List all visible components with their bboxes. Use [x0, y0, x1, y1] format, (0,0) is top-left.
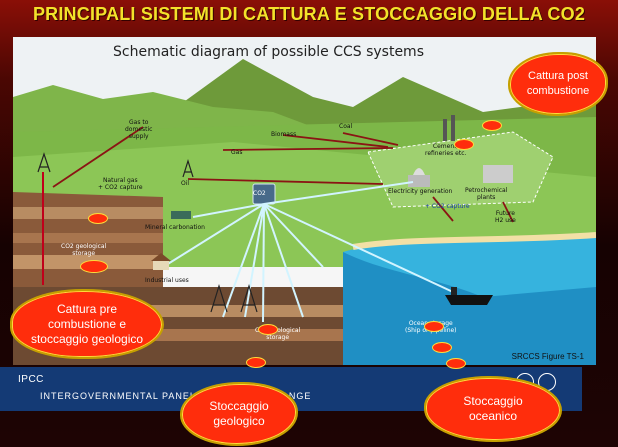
marker-dot: [454, 139, 474, 150]
diagram-title: Schematic diagram of possible CCS system…: [113, 44, 424, 60]
label-electricity: Electricity generation: [388, 188, 453, 195]
label-gas-domestic: Gas to domestic supply: [125, 119, 153, 140]
label-petrochemical: Petrochemical plants: [465, 187, 508, 201]
label-oil: Oil: [181, 180, 190, 187]
slide-title: PRINCIPALI SISTEMI DI CATTURA E STOCCAGG…: [32, 4, 586, 24]
marker-dot: [482, 120, 502, 131]
ipcc-full-name: INTERGOVERNMENTAL PANEL ON CLIMATE CHANG…: [40, 391, 312, 401]
callout-pre-combustion: Cattura pre combustione e stoccaggio geo…: [10, 289, 164, 359]
label-gas: Gas: [231, 149, 243, 156]
label-geo-storage-left: CO2 geological storage: [61, 243, 107, 257]
marker-dot: [88, 213, 108, 224]
label-natural-gas: Natural gas + CO2 capture: [98, 177, 143, 191]
marker-dot: [258, 324, 278, 335]
marker-dot: [432, 342, 452, 353]
label-co2-capture: + CO2 capture: [425, 203, 470, 210]
marker-dot: [80, 260, 108, 273]
label-cement: Cement/ refineries etc.: [425, 143, 467, 157]
marker-dot: [446, 358, 466, 369]
label-industrial-uses: Industrial uses: [145, 277, 189, 284]
marker-dot: [424, 321, 444, 332]
marker-dot: [246, 357, 266, 368]
label-future-h2: Future H2 use: [495, 210, 516, 224]
callout-post-combustion: Cattura post combustione: [508, 52, 608, 116]
label-biomass: Biomass: [271, 131, 297, 138]
callout-ocean-storage: Stoccaggio oceanico: [424, 376, 562, 442]
label-coal: Coal: [339, 123, 353, 130]
callout-geological-storage: Stoccaggio geologico: [180, 382, 298, 446]
figure-reference: SRCCS Figure TS-1: [511, 352, 584, 361]
label-co2-hub: CO2: [253, 190, 266, 197]
ipcc-logo: IPCC: [18, 374, 44, 385]
ccs-diagram: Schematic diagram of possible CCS system…: [13, 37, 596, 365]
diagram-artwork: [13, 37, 596, 365]
label-mineral-carbonation: Mineral carbonation: [145, 224, 205, 231]
